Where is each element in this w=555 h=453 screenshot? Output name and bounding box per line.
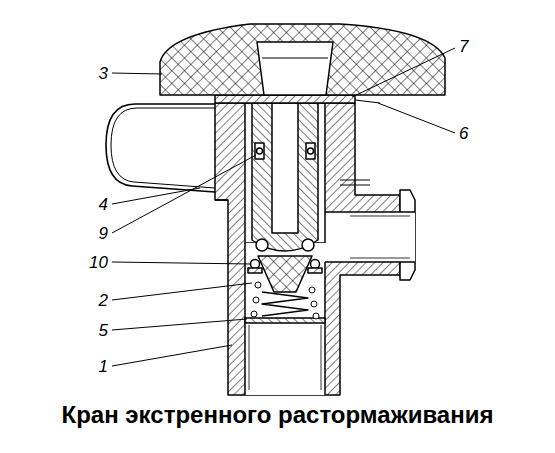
plate [215, 95, 355, 103]
callout-number: 4 [99, 196, 108, 213]
handwheel-hole [257, 42, 333, 95]
handwheel [160, 24, 445, 95]
spring-seat [245, 318, 325, 323]
callout-number: 7 [459, 38, 468, 55]
valve-plug [258, 256, 312, 292]
stem [252, 103, 318, 251]
port-bore [324, 212, 415, 262]
lever [106, 104, 215, 192]
callout-number: 10 [89, 254, 108, 271]
callout-number: 3 [99, 65, 108, 82]
callout-number: 6 [459, 125, 468, 142]
seal-ring [311, 260, 320, 269]
lower-bore [245, 243, 325, 395]
stem-seal [306, 143, 315, 159]
stem-seal [255, 143, 264, 159]
spring [262, 292, 308, 316]
seal-ring [251, 260, 260, 269]
leader-lines [112, 48, 455, 366]
callout-number: 2 [99, 292, 108, 309]
callout-number: 9 [99, 225, 108, 242]
caption: Кран экстренного растормаживания [62, 402, 494, 428]
callout-number: 1 [99, 358, 108, 375]
callout-number: 5 [99, 322, 108, 339]
stem-bore [272, 103, 298, 233]
